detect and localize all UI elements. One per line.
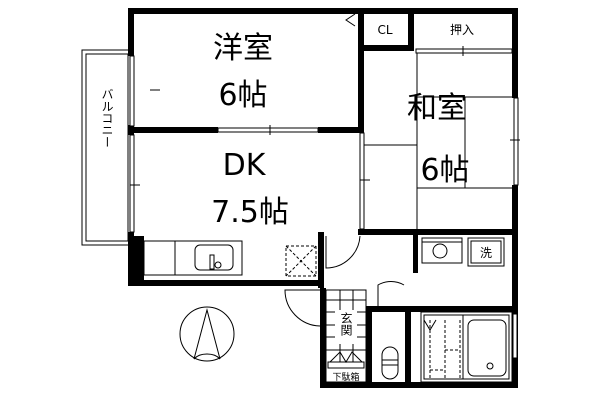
closet-label: CL bbox=[377, 23, 392, 37]
bathtub-icon bbox=[467, 319, 507, 377]
sink-icon bbox=[194, 244, 234, 271]
shoe-cabinet-label: 下駄箱 bbox=[332, 371, 359, 383]
japanese-room-name: 和室 bbox=[407, 91, 467, 126]
western-room-size: 6帖 bbox=[218, 78, 267, 113]
dk-name: DK bbox=[223, 148, 267, 183]
interior-walls bbox=[128, 8, 518, 388]
kitchen-counter[interactable] bbox=[143, 240, 243, 276]
washer-label: 洗 bbox=[480, 246, 492, 260]
oshiire-label: 押入 bbox=[450, 23, 474, 37]
balcony-label: バルコニー bbox=[100, 88, 114, 148]
toilet-icon bbox=[381, 346, 399, 380]
drain-icon bbox=[214, 261, 222, 269]
faucet-icon bbox=[209, 254, 215, 270]
dk-door bbox=[325, 235, 361, 269]
bathroom bbox=[420, 311, 513, 383]
doors[interactable] bbox=[284, 235, 405, 327]
tatami-lines bbox=[364, 53, 512, 229]
washroom-fixtures bbox=[421, 237, 505, 267]
entrance-door bbox=[284, 289, 321, 327]
entrance-label: 玄関 bbox=[339, 311, 353, 336]
refrigerator-space bbox=[285, 245, 317, 277]
western-room-name: 洋室 bbox=[213, 31, 273, 66]
toilet-door bbox=[377, 281, 405, 310]
windows bbox=[129, 46, 520, 359]
washer-pan-icon bbox=[467, 237, 505, 267]
compass-icon bbox=[179, 306, 235, 362]
balcony: バルコニー bbox=[81, 49, 133, 246]
dk-size: 7.5帖 bbox=[211, 195, 289, 230]
japanese-room-size: 6帖 bbox=[420, 153, 469, 188]
closet-door-icon bbox=[345, 13, 356, 27]
washbasin-icon bbox=[421, 237, 463, 264]
